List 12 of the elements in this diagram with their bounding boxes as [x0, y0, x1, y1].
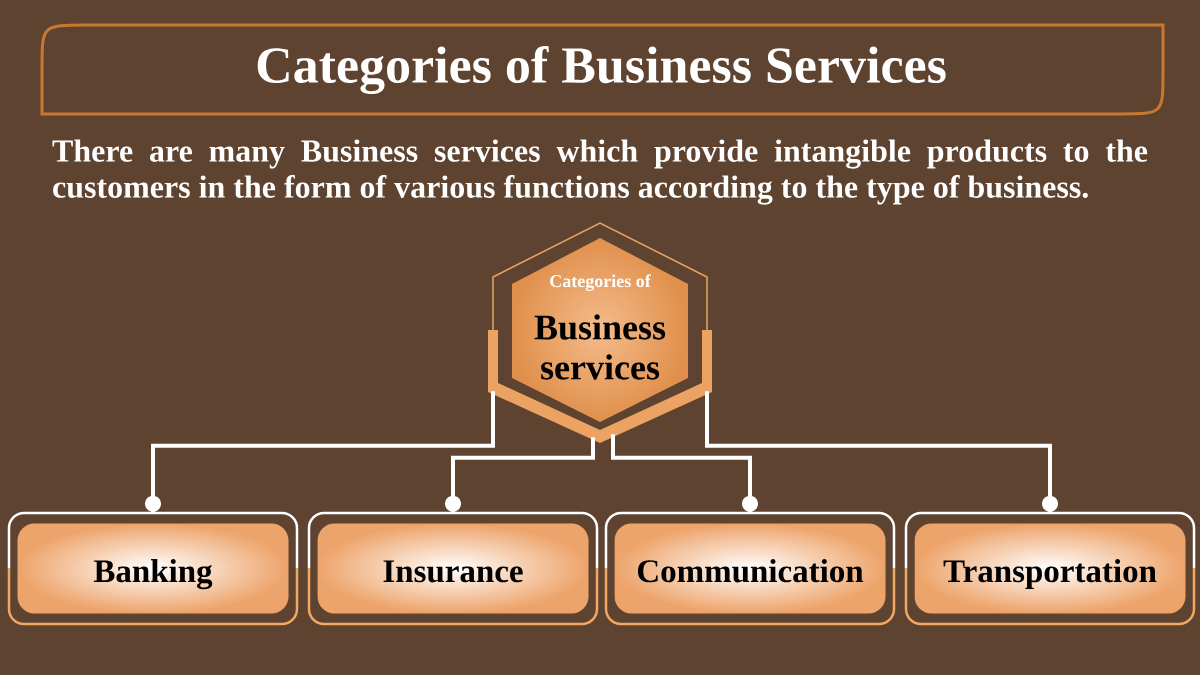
category-box: Insurance: [307, 511, 599, 626]
hexagon-badge: Categories of Business services: [488, 222, 712, 443]
connector-line: [145, 391, 495, 513]
category-box: Transportation: [904, 511, 1196, 626]
category-box: Communication: [604, 511, 896, 626]
title-banner: Categories of Business Services: [40, 23, 1165, 116]
node-label: Categories of: [550, 274, 651, 291]
connector-line: [611, 434, 758, 513]
category-box: Banking: [7, 511, 299, 626]
connector-line: [445, 437, 595, 513]
connector-line: [705, 391, 1058, 513]
description-text: There are many Business services which provide intangible products to the customers in the form of various functions according to the type of business.: [52, 139, 1148, 205]
